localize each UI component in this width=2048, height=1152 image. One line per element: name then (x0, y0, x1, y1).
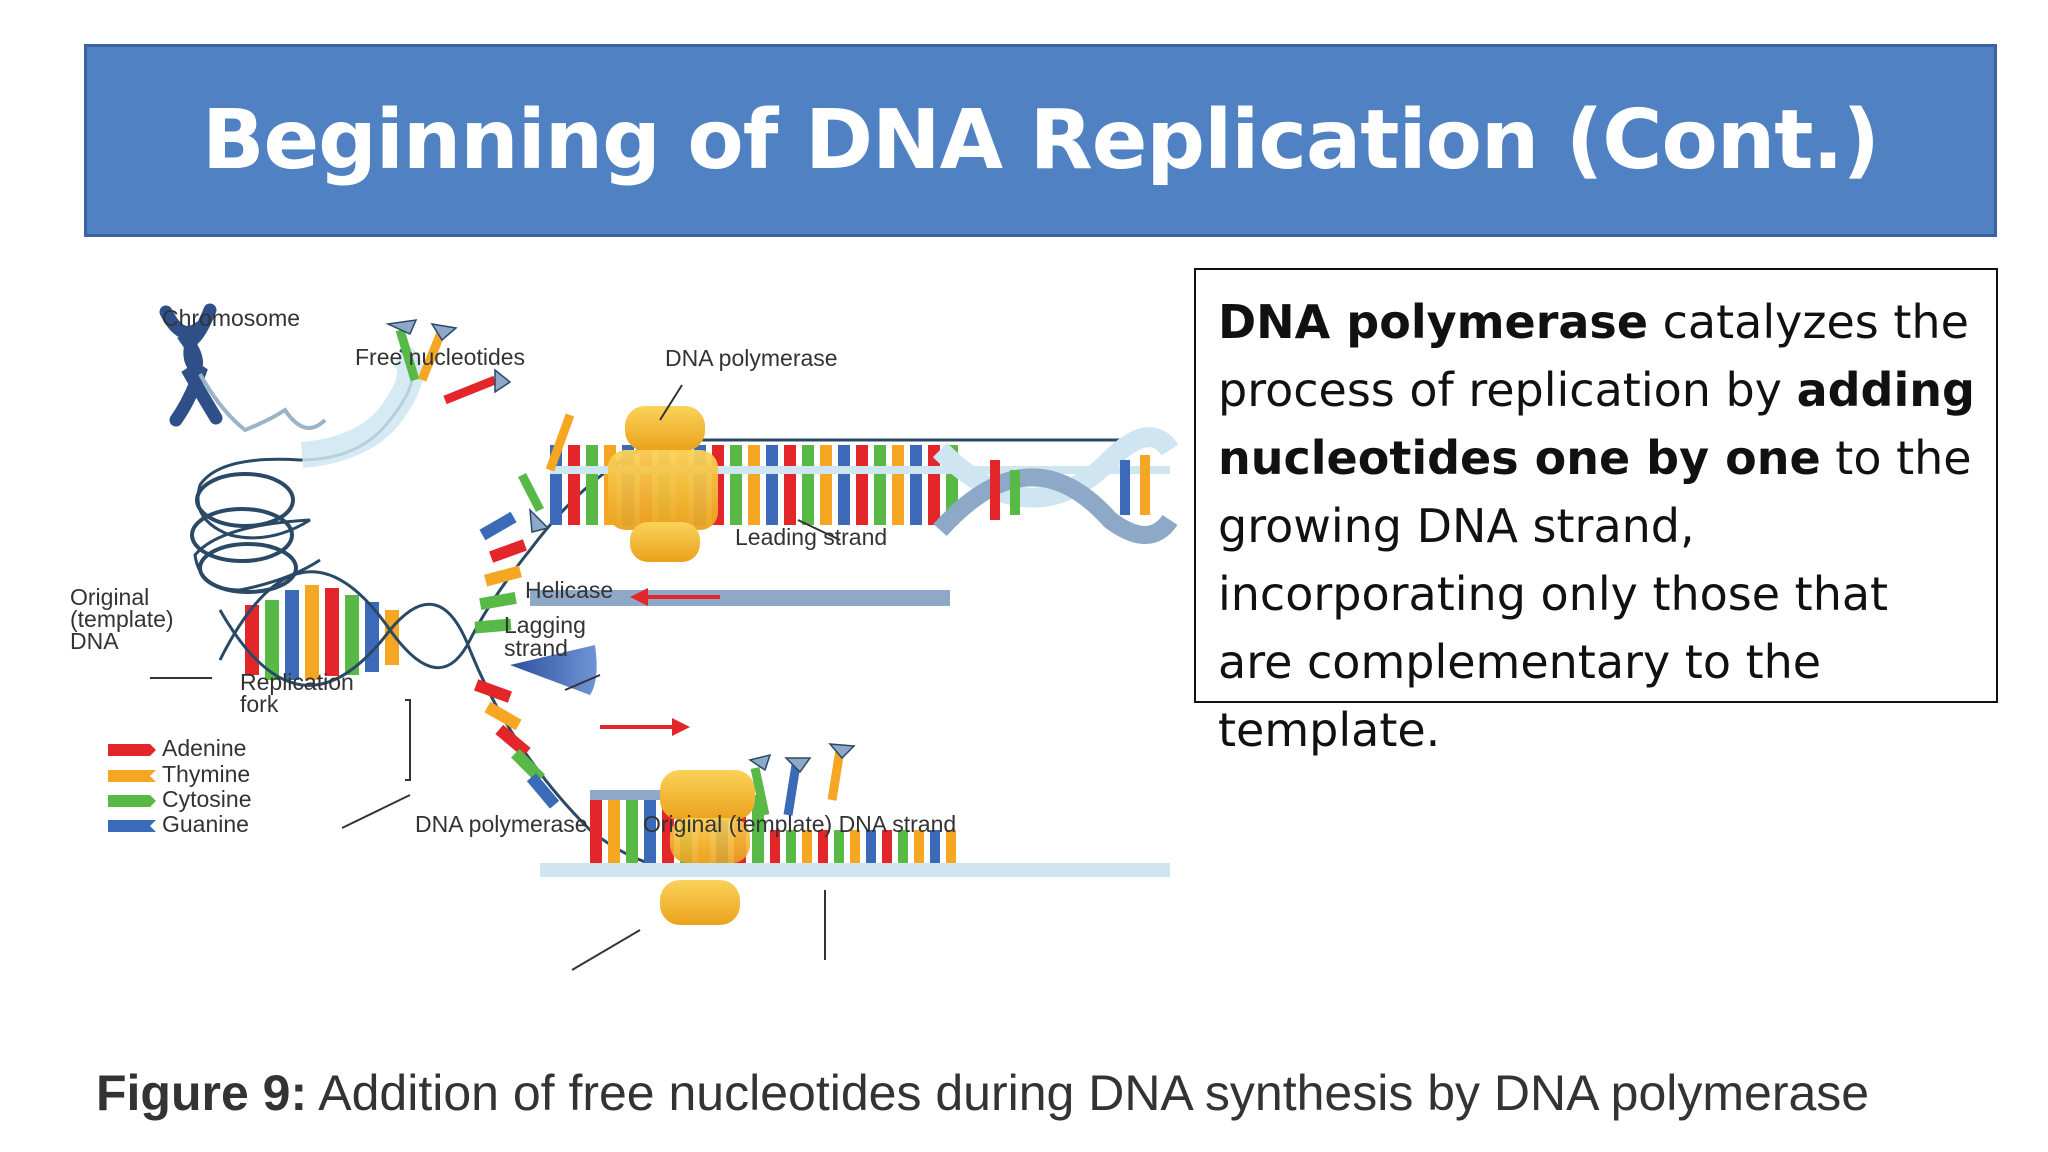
label-original-template-strand: Original (template) DNA strand (643, 811, 956, 837)
dna-polymerase-bottom (660, 770, 755, 925)
slide-title: Beginning of DNA Replication (Cont.) (201, 93, 1880, 188)
legend-label-guanine: Guanine (162, 811, 249, 837)
label-replication-fork: Replication (240, 669, 354, 695)
fork-bases (474, 511, 560, 809)
lagging-direction-arrow (600, 718, 690, 736)
helicase-icon (510, 645, 597, 695)
leading-direction-arrow (630, 588, 720, 606)
caption-label: Figure 9: (96, 1065, 308, 1121)
label-chromosome: Chromosome (162, 305, 300, 331)
label-original-dna-2: (template) (70, 606, 174, 632)
coiled-chromatin (190, 343, 424, 594)
legend-label-cytosine: Cytosine (162, 786, 251, 812)
label-original-dna-3: DNA (70, 628, 119, 654)
title-bar: Beginning of DNA Replication (Cont.) (84, 44, 1997, 237)
description-box: DNA polymerase catalyzes the process of … (1194, 268, 1998, 757)
label-original-dna: Original (70, 584, 149, 610)
chromosome-icon (159, 303, 327, 433)
original-dna-helix (218, 438, 1170, 872)
legend-swatch-guanine (108, 820, 156, 832)
desc-text-1: catalyzes the process of replication by (1218, 295, 1969, 417)
caption-text: Addition of free nucleotides during DNA … (307, 1065, 1870, 1121)
legend-swatch-cytosine (108, 795, 156, 807)
legend-label-thymine: Thymine (162, 761, 250, 787)
legend-swatch-adenine (108, 744, 156, 756)
leader-lines (150, 384, 841, 971)
figure-caption: Figure 9: Addition of free nucleotides d… (96, 1064, 1996, 1122)
label-lagging-strand: Lagging (504, 612, 586, 638)
legend-swatch-thymine (108, 770, 156, 782)
desc-bold-dna-polymerase: DNA polymerase (1218, 295, 1649, 349)
label-lagging-strand-2: strand (504, 635, 568, 661)
dna-replication-diagram: Chromosome Free nucleotides DNA polymera… (70, 303, 1179, 971)
label-free-nucleotides: Free nucleotides (355, 344, 525, 370)
label-dna-polymerase-bottom: DNA polymerase (415, 811, 588, 837)
dna-polymerase-top (608, 406, 718, 562)
label-leading-strand: Leading strand (735, 524, 887, 550)
label-dna-polymerase-top: DNA polymerase (665, 345, 838, 371)
legend-label-adenine: Adenine (162, 735, 246, 761)
desc-text-2: to the growing DNA strand, incorporating… (1218, 431, 1972, 757)
free-nucleotides-icon (385, 319, 856, 816)
base-legend: Adenine Thymine Cytosine Guanine (108, 735, 251, 837)
label-replication-fork-2: fork (240, 691, 279, 717)
dna-replication-figure: Chromosome Free nucleotides DNA polymera… (70, 270, 1220, 1010)
label-helicase: Helicase (525, 577, 613, 603)
desc-bold-adding-nucleotides: adding nucleotides one by one (1218, 363, 1975, 485)
